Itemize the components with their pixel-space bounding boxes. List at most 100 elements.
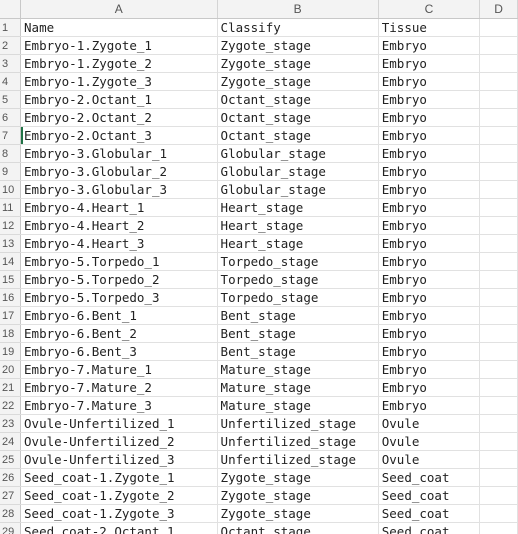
cell-a[interactable]: Name bbox=[20, 18, 218, 37]
cell-c[interactable]: Ovule bbox=[378, 414, 481, 433]
cell-c[interactable]: Embryo bbox=[378, 108, 481, 127]
cell-b[interactable]: Torpedo_stage bbox=[217, 270, 379, 289]
cell-a[interactable]: Embryo-6.Bent_3 bbox=[20, 342, 218, 361]
cell-c[interactable]: Embryo bbox=[378, 342, 481, 361]
cell-c[interactable]: Seed_coat bbox=[378, 486, 481, 505]
cell-a[interactable]: Embryo-1.Zygote_3 bbox=[20, 72, 218, 91]
cell-a[interactable]: Ovule-Unfertilized_2 bbox=[20, 432, 218, 451]
row-header[interactable]: 24 bbox=[0, 432, 22, 451]
cell-d[interactable] bbox=[479, 288, 518, 307]
cell-c[interactable]: Embryo bbox=[378, 306, 481, 325]
cell-d[interactable] bbox=[479, 126, 518, 145]
row-header[interactable]: 3 bbox=[0, 54, 22, 73]
row-header[interactable]: 2 bbox=[0, 36, 22, 55]
cell-b[interactable]: Octant_stage bbox=[217, 108, 379, 127]
row-header[interactable]: 14 bbox=[0, 252, 22, 271]
cell-a[interactable]: Embryo-5.Torpedo_2 bbox=[20, 270, 218, 289]
row-header[interactable]: 11 bbox=[0, 198, 22, 217]
cell-d[interactable] bbox=[479, 72, 518, 91]
cell-b[interactable]: Mature_stage bbox=[217, 396, 379, 415]
cell-c[interactable]: Embryo bbox=[378, 162, 481, 181]
cell-d[interactable] bbox=[479, 306, 518, 325]
cell-a[interactable]: Embryo-4.Heart_1 bbox=[20, 198, 218, 217]
cell-d[interactable] bbox=[479, 162, 518, 181]
cell-b[interactable]: Octant_stage bbox=[217, 126, 379, 145]
row-header[interactable]: 17 bbox=[0, 306, 22, 325]
cell-d[interactable] bbox=[479, 414, 518, 433]
cell-b[interactable]: Zygote_stage bbox=[217, 36, 379, 55]
cell-b[interactable]: Heart_stage bbox=[217, 198, 379, 217]
cell-b[interactable]: Zygote_stage bbox=[217, 468, 379, 487]
cell-c[interactable]: Embryo bbox=[378, 378, 481, 397]
row-header[interactable]: 25 bbox=[0, 450, 22, 469]
row-header[interactable]: 19 bbox=[0, 342, 22, 361]
row-header[interactable]: 16 bbox=[0, 288, 22, 307]
cell-a[interactable]: Embryo-4.Heart_2 bbox=[20, 216, 218, 235]
cell-c[interactable]: Embryo bbox=[378, 270, 481, 289]
cell-c[interactable]: Seed_coat bbox=[378, 468, 481, 487]
cell-a[interactable]: Embryo-1.Zygote_1 bbox=[20, 36, 218, 55]
cell-c[interactable]: Embryo bbox=[378, 252, 481, 271]
column-header-b[interactable]: B bbox=[217, 0, 379, 19]
cell-c[interactable]: Embryo bbox=[378, 72, 481, 91]
row-header[interactable]: 18 bbox=[0, 324, 22, 343]
cell-a[interactable]: Embryo-7.Mature_2 bbox=[20, 378, 218, 397]
row-header[interactable]: 10 bbox=[0, 180, 22, 199]
cell-b[interactable]: Mature_stage bbox=[217, 378, 379, 397]
cell-b[interactable]: Octant_stage bbox=[217, 522, 379, 534]
cell-b[interactable]: Octant_stage bbox=[217, 90, 379, 109]
cell-d[interactable] bbox=[479, 522, 518, 534]
cell-a[interactable]: Seed_coat-1.Zygote_2 bbox=[20, 486, 218, 505]
cell-c[interactable]: Embryo bbox=[378, 360, 481, 379]
cell-c[interactable]: Ovule bbox=[378, 432, 481, 451]
row-header[interactable]: 20 bbox=[0, 360, 22, 379]
cell-b[interactable]: Heart_stage bbox=[217, 216, 379, 235]
cell-a[interactable]: Embryo-6.Bent_1 bbox=[20, 306, 218, 325]
cell-d[interactable] bbox=[479, 216, 518, 235]
cell-c[interactable]: Embryo bbox=[378, 36, 481, 55]
column-header-c[interactable]: C bbox=[378, 0, 481, 19]
cell-b[interactable]: Zygote_stage bbox=[217, 54, 379, 73]
cell-c[interactable]: Seed_coat bbox=[378, 504, 481, 523]
cell-c[interactable]: Seed_coat bbox=[378, 522, 481, 534]
cell-d[interactable] bbox=[479, 324, 518, 343]
cell-b[interactable]: Torpedo_stage bbox=[217, 288, 379, 307]
cell-a[interactable]: Embryo-4.Heart_3 bbox=[20, 234, 218, 253]
cell-a[interactable]: Embryo-6.Bent_2 bbox=[20, 324, 218, 343]
cell-d[interactable] bbox=[479, 90, 518, 109]
cell-a[interactable]: Embryo-7.Mature_3 bbox=[20, 396, 218, 415]
cell-d[interactable] bbox=[479, 360, 518, 379]
cell-b[interactable]: Heart_stage bbox=[217, 234, 379, 253]
cell-b[interactable]: Globular_stage bbox=[217, 144, 379, 163]
cell-c[interactable]: Embryo bbox=[378, 324, 481, 343]
cell-a[interactable]: Embryo-7.Mature_1 bbox=[20, 360, 218, 379]
cell-a[interactable]: Ovule-Unfertilized_3 bbox=[20, 450, 218, 469]
cell-c[interactable]: Embryo bbox=[378, 288, 481, 307]
cell-b[interactable]: Unfertilized_stage bbox=[217, 432, 379, 451]
cell-d[interactable] bbox=[479, 180, 518, 199]
cell-b[interactable]: Unfertilized_stage bbox=[217, 450, 379, 469]
row-header[interactable]: 12 bbox=[0, 216, 22, 235]
cell-b[interactable]: Unfertilized_stage bbox=[217, 414, 379, 433]
cell-d[interactable] bbox=[479, 396, 518, 415]
row-header[interactable]: 29 bbox=[0, 522, 22, 534]
column-header-d[interactable]: D bbox=[479, 0, 518, 19]
cell-a[interactable]: Embryo-5.Torpedo_3 bbox=[20, 288, 218, 307]
row-header[interactable]: 21 bbox=[0, 378, 22, 397]
row-header[interactable]: 7 bbox=[0, 126, 22, 145]
cell-b[interactable]: Bent_stage bbox=[217, 324, 379, 343]
cell-c[interactable]: Embryo bbox=[378, 234, 481, 253]
cell-a[interactable]: Embryo-2.Octant_3 bbox=[20, 126, 218, 145]
cell-b[interactable]: Globular_stage bbox=[217, 180, 379, 199]
cell-d[interactable] bbox=[479, 198, 518, 217]
cell-d[interactable] bbox=[479, 378, 518, 397]
cell-a[interactable]: Ovule-Unfertilized_1 bbox=[20, 414, 218, 433]
cell-b[interactable]: Mature_stage bbox=[217, 360, 379, 379]
cell-a[interactable]: Embryo-3.Globular_2 bbox=[20, 162, 218, 181]
cell-c[interactable]: Embryo bbox=[378, 180, 481, 199]
cell-d[interactable] bbox=[479, 234, 518, 253]
cell-a[interactable]: Seed_coat-1.Zygote_1 bbox=[20, 468, 218, 487]
cell-d[interactable] bbox=[479, 468, 518, 487]
cell-c[interactable]: Embryo bbox=[378, 54, 481, 73]
row-header[interactable]: 23 bbox=[0, 414, 22, 433]
